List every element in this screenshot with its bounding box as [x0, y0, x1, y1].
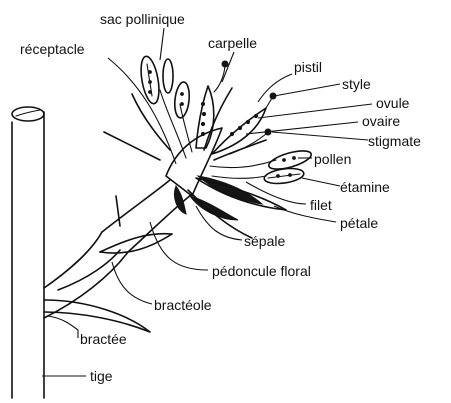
- leader-style: [274, 84, 340, 96]
- leader-etamine: [302, 178, 340, 186]
- label-tige: tige: [90, 368, 113, 384]
- leader-bractee: [48, 316, 78, 338]
- label-carpelle: carpelle: [208, 35, 257, 51]
- label-etamine: étamine: [340, 179, 390, 195]
- leader-ovule: [258, 104, 372, 118]
- label-filet: filet: [310, 197, 332, 213]
- leader-sac-pollinique: [160, 28, 164, 60]
- label-ovaire: ovaire: [362, 113, 400, 129]
- carpels: [196, 61, 276, 160]
- leader-ovaire: [246, 122, 358, 134]
- label-style: style: [342, 76, 371, 92]
- leader-bracteole: [112, 262, 152, 304]
- stem: [12, 107, 44, 398]
- label-bractee: bractée: [80, 331, 127, 347]
- label-petale: pétale: [340, 215, 378, 231]
- label-stigmate: stigmate: [368, 133, 421, 149]
- label-ovule: ovule: [376, 95, 410, 111]
- label-sepale: sépale: [244, 233, 285, 249]
- label-pedoncule-floral: pédoncule floral: [212, 263, 311, 279]
- label-bracteole: bractéole: [154, 297, 212, 313]
- label-sac-pollinique: sac pollinique: [100, 11, 185, 27]
- label-pollen: pollen: [314, 151, 351, 167]
- petals: [104, 94, 286, 238]
- label-pistil: pistil: [294, 59, 322, 75]
- bracteole: [58, 234, 172, 290]
- leader-stigmate: [272, 132, 368, 140]
- leader-receptacle: [108, 58, 176, 164]
- label-receptacle: réceptacle: [20, 41, 85, 57]
- leader-pedoncule: [150, 222, 208, 270]
- labels: sac pollinique réceptacle carpelle pisti…: [20, 11, 421, 384]
